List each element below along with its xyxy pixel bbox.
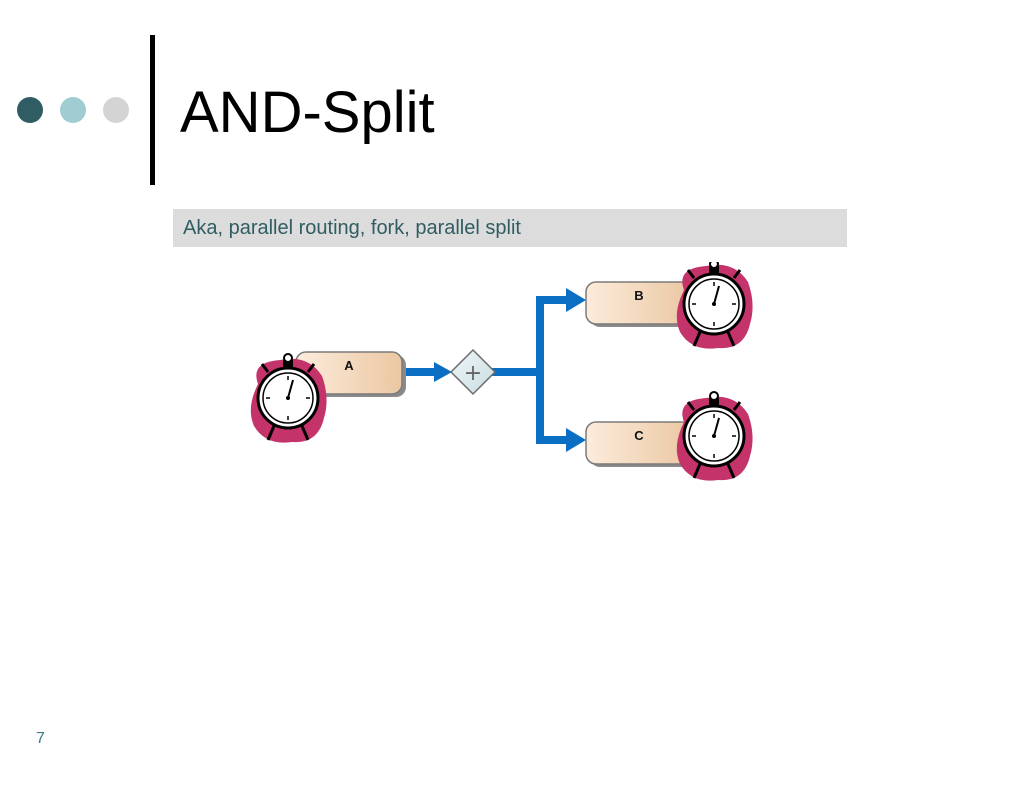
task-label-b: B (634, 288, 643, 303)
task-label-c: C (634, 428, 644, 443)
flow-connectors (404, 288, 586, 452)
stopwatch-icon (675, 390, 755, 483)
plus-icon: + (464, 361, 482, 386)
flow-line-gateway-to-fork (492, 368, 542, 376)
flow-arrowhead-gateway (434, 362, 452, 382)
flow-arrowhead-b (566, 288, 586, 312)
task-b: B (585, 281, 696, 327)
flow-fork-vertical (536, 296, 544, 444)
slide-number: 7 (36, 730, 45, 747)
bullet-dot-dark (17, 97, 43, 123)
bullet-dot-light (60, 97, 86, 123)
and-gateway: + (449, 348, 497, 396)
and-split-diagram: A + B C (249, 262, 755, 483)
flow-arrowhead-c (566, 428, 586, 452)
bullet-dot-gray (103, 97, 129, 123)
task-a: A (295, 351, 406, 397)
task-c: C (585, 421, 696, 467)
task-label-a: A (344, 358, 354, 373)
stopwatch-icon (675, 262, 755, 351)
flow-arrow-a-to-gateway (404, 368, 438, 376)
flow-arrow-to-b (536, 296, 568, 304)
title-divider (150, 35, 155, 185)
slide-title: AND-Split (180, 80, 435, 145)
slide-subtitle: Aka, parallel routing, fork, parallel sp… (173, 209, 847, 247)
flow-arrow-to-c (536, 436, 568, 444)
